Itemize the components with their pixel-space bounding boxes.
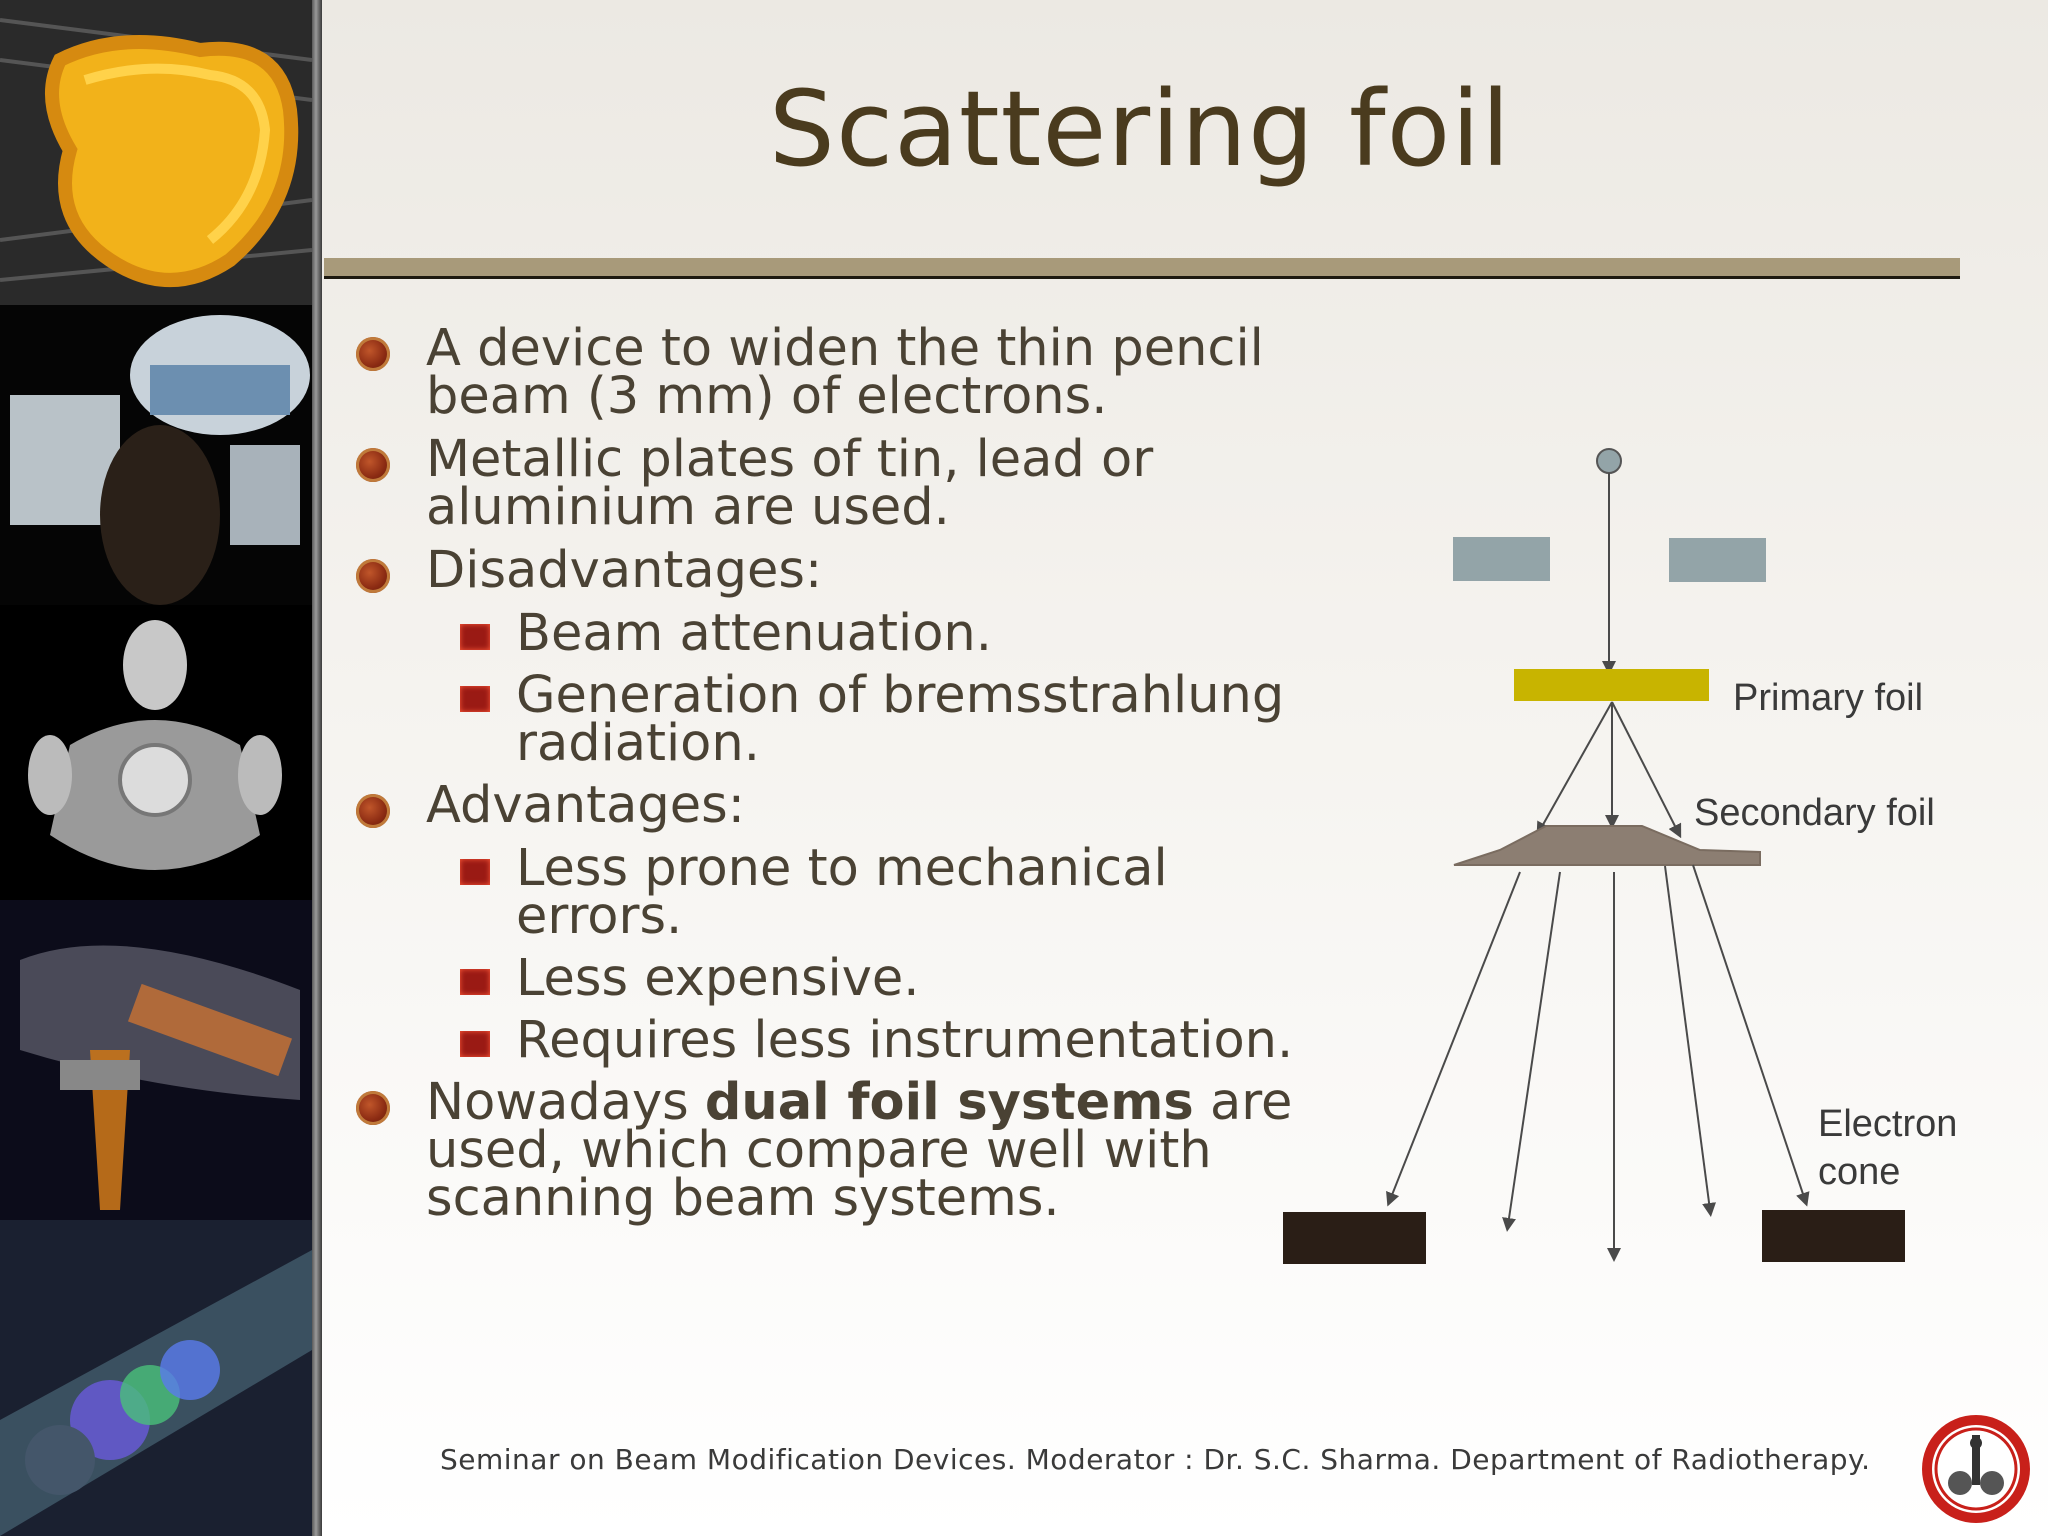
- square-bullet-icon: [460, 686, 490, 712]
- bullet-text-bold: dual foil systems: [704, 1073, 1194, 1132]
- slide-footer: Seminar on Beam Modification Devices. Mo…: [440, 1443, 1871, 1476]
- bullet-item: Disadvantages:: [350, 545, 1350, 596]
- sub-bullet-item: Less prone to mechanical errors.: [350, 843, 1350, 942]
- bullet-text: Disadvantages:: [426, 541, 823, 600]
- square-bullet-icon: [460, 969, 490, 995]
- secondary-foil: [1453, 825, 1761, 866]
- accelerator-cutaway-image: [0, 900, 312, 1220]
- square-bullet-icon: [460, 859, 490, 885]
- bullet-text-pre: Nowadays: [426, 1073, 705, 1132]
- title-rule: [324, 258, 1960, 279]
- fan-line: [1692, 864, 1810, 1207]
- sub-bullet-item: Requires less instrumentation.: [350, 1015, 1350, 1066]
- bullet-item: Advantages:: [350, 780, 1350, 831]
- collimator-right: [1669, 538, 1766, 582]
- fan-line: [1502, 871, 1561, 1232]
- bullet-text: Advantages:: [426, 776, 745, 835]
- strip-divider: [312, 0, 322, 1536]
- sub-bullet-text: Less expensive.: [516, 949, 920, 1008]
- bullet-list: A device to widen the thin pencil beam (…: [350, 323, 1350, 1238]
- sub-bullet-text: Requires less instrumentation.: [516, 1011, 1294, 1070]
- side-image-strip: [0, 0, 322, 1536]
- bullet-text-post: are used, which compare well with scanni…: [426, 1073, 1293, 1228]
- institution-seal-icon: [1922, 1415, 2030, 1523]
- collimator-left: [1453, 537, 1550, 581]
- electron-cone-right: [1762, 1210, 1905, 1262]
- scattering-foil-diagram: Primary foil Secondary foil Electron con…: [1283, 448, 1957, 1264]
- scatter-line: [1611, 701, 1682, 839]
- bullet-item: Nowadays dual foil systems are used, whi…: [350, 1077, 1350, 1224]
- square-bullet-icon: [460, 1031, 490, 1057]
- waveguide-image: [0, 1220, 312, 1536]
- bullet-text: A device to widen the thin pencil beam (…: [426, 319, 1264, 426]
- round-bullet-icon: [356, 794, 390, 828]
- round-bullet-icon: [356, 337, 390, 371]
- primary-foil: [1514, 669, 1709, 701]
- sub-bullet-item: Beam attenuation.: [350, 608, 1350, 659]
- scatter-line: [1536, 701, 1613, 837]
- electron-cone-left: [1283, 1212, 1426, 1264]
- bullet-text: Metallic plates of tin, lead or aluminiu…: [426, 430, 1154, 537]
- robot-figure-image: [0, 605, 312, 900]
- bullet-item: Metallic plates of tin, lead or aluminiu…: [350, 434, 1350, 533]
- electron-cone-label-line1: Electron: [1818, 1103, 1957, 1145]
- round-bullet-icon: [356, 448, 390, 482]
- electron-source-icon: [1596, 448, 1622, 474]
- sub-bullet-text: Generation of bremsstrahlung radiation.: [516, 666, 1285, 773]
- slide-title: Scattering foil: [768, 68, 1512, 190]
- square-bullet-icon: [460, 624, 490, 650]
- sub-bullet-text: Beam attenuation.: [516, 604, 992, 663]
- sub-bullet-text: Less prone to mechanical errors.: [516, 839, 1168, 946]
- bullet-item: A device to widen the thin pencil beam (…: [350, 323, 1350, 422]
- linac-gantry-image: [0, 0, 312, 305]
- fan-line: [1386, 871, 1521, 1207]
- round-bullet-icon: [356, 1091, 390, 1125]
- electron-cone-label-line2: cone: [1818, 1151, 1900, 1193]
- sub-bullet-item: Less expensive.: [350, 953, 1350, 1004]
- sub-bullet-item: Generation of bremsstrahlung radiation.: [350, 670, 1350, 769]
- round-bullet-icon: [356, 559, 390, 593]
- secondary-foil-label: Secondary foil: [1694, 792, 1935, 834]
- treatment-machine-image: [0, 305, 312, 605]
- primary-foil-label: Primary foil: [1733, 677, 1923, 719]
- fan-line: [1664, 865, 1717, 1217]
